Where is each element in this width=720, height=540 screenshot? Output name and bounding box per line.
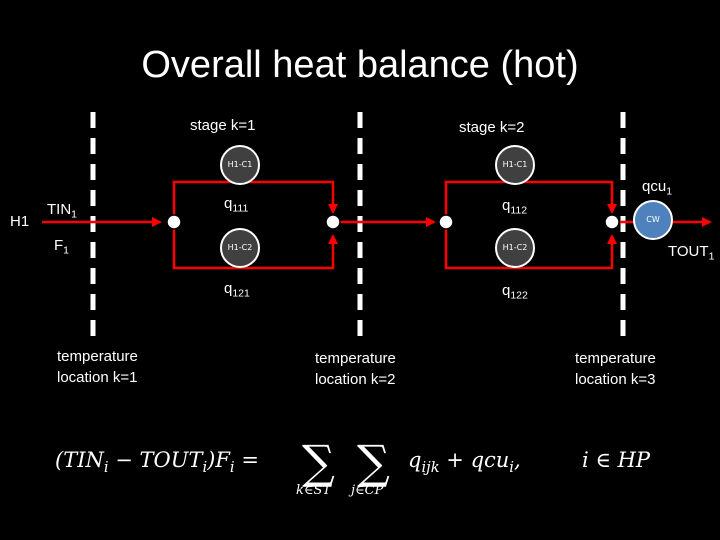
utility-label: CW	[646, 215, 660, 224]
exchanger-label: H1-C1	[502, 160, 528, 169]
load-q122: q122	[502, 282, 528, 302]
outlet-temperature-label: TOUT1	[668, 243, 715, 263]
stage2-branch-bottom	[444, 222, 617, 270]
stage1-branch-bottom	[172, 222, 338, 270]
utility-cw	[633, 200, 673, 240]
load-qcu1: qcu1	[642, 178, 673, 198]
inlet-temperature-label: TIN1	[47, 201, 78, 221]
splitter-node-2	[438, 214, 454, 230]
stream-name: H1	[10, 213, 30, 230]
page-title: Overall heat balance (hot)	[141, 44, 579, 86]
sum-index-j: j∈CP	[351, 483, 384, 498]
equation-rhs: qijk + qcui,	[408, 448, 521, 477]
mixer-node-1	[325, 214, 341, 230]
exchanger-h1-c1-stage1	[220, 145, 260, 185]
equation-lhs: (TINi − TOUTi)Fi =	[55, 448, 259, 477]
sum-sign-1: ∑	[302, 435, 335, 489]
flow-label: F1	[54, 237, 70, 257]
stage-label-1: stage k=1	[190, 117, 256, 134]
exchanger-h1-c2-stage1	[220, 228, 260, 268]
sum-index-k: k∈ST	[296, 483, 332, 498]
exchanger-label: H1-C2	[227, 243, 253, 252]
splitter-node-1	[166, 214, 182, 230]
stage1-branch-top	[172, 180, 338, 222]
exchanger-h1-c2-stage2	[495, 228, 535, 268]
sum-sign-2: ∑	[357, 435, 390, 489]
stage2-branch-top	[444, 180, 617, 222]
load-q112: q112	[502, 197, 528, 217]
load-q121: q121	[224, 280, 250, 300]
exchanger-label: H1-C2	[502, 243, 528, 252]
equation-domain: i ∈ HP	[582, 448, 651, 472]
stage-label-2: stage k=2	[459, 119, 525, 136]
load-q111: q111	[224, 195, 249, 215]
exchanger-label: H1-C1	[227, 160, 253, 169]
exchanger-h1-c1-stage2	[495, 145, 535, 185]
mixer-node-2	[604, 214, 620, 230]
